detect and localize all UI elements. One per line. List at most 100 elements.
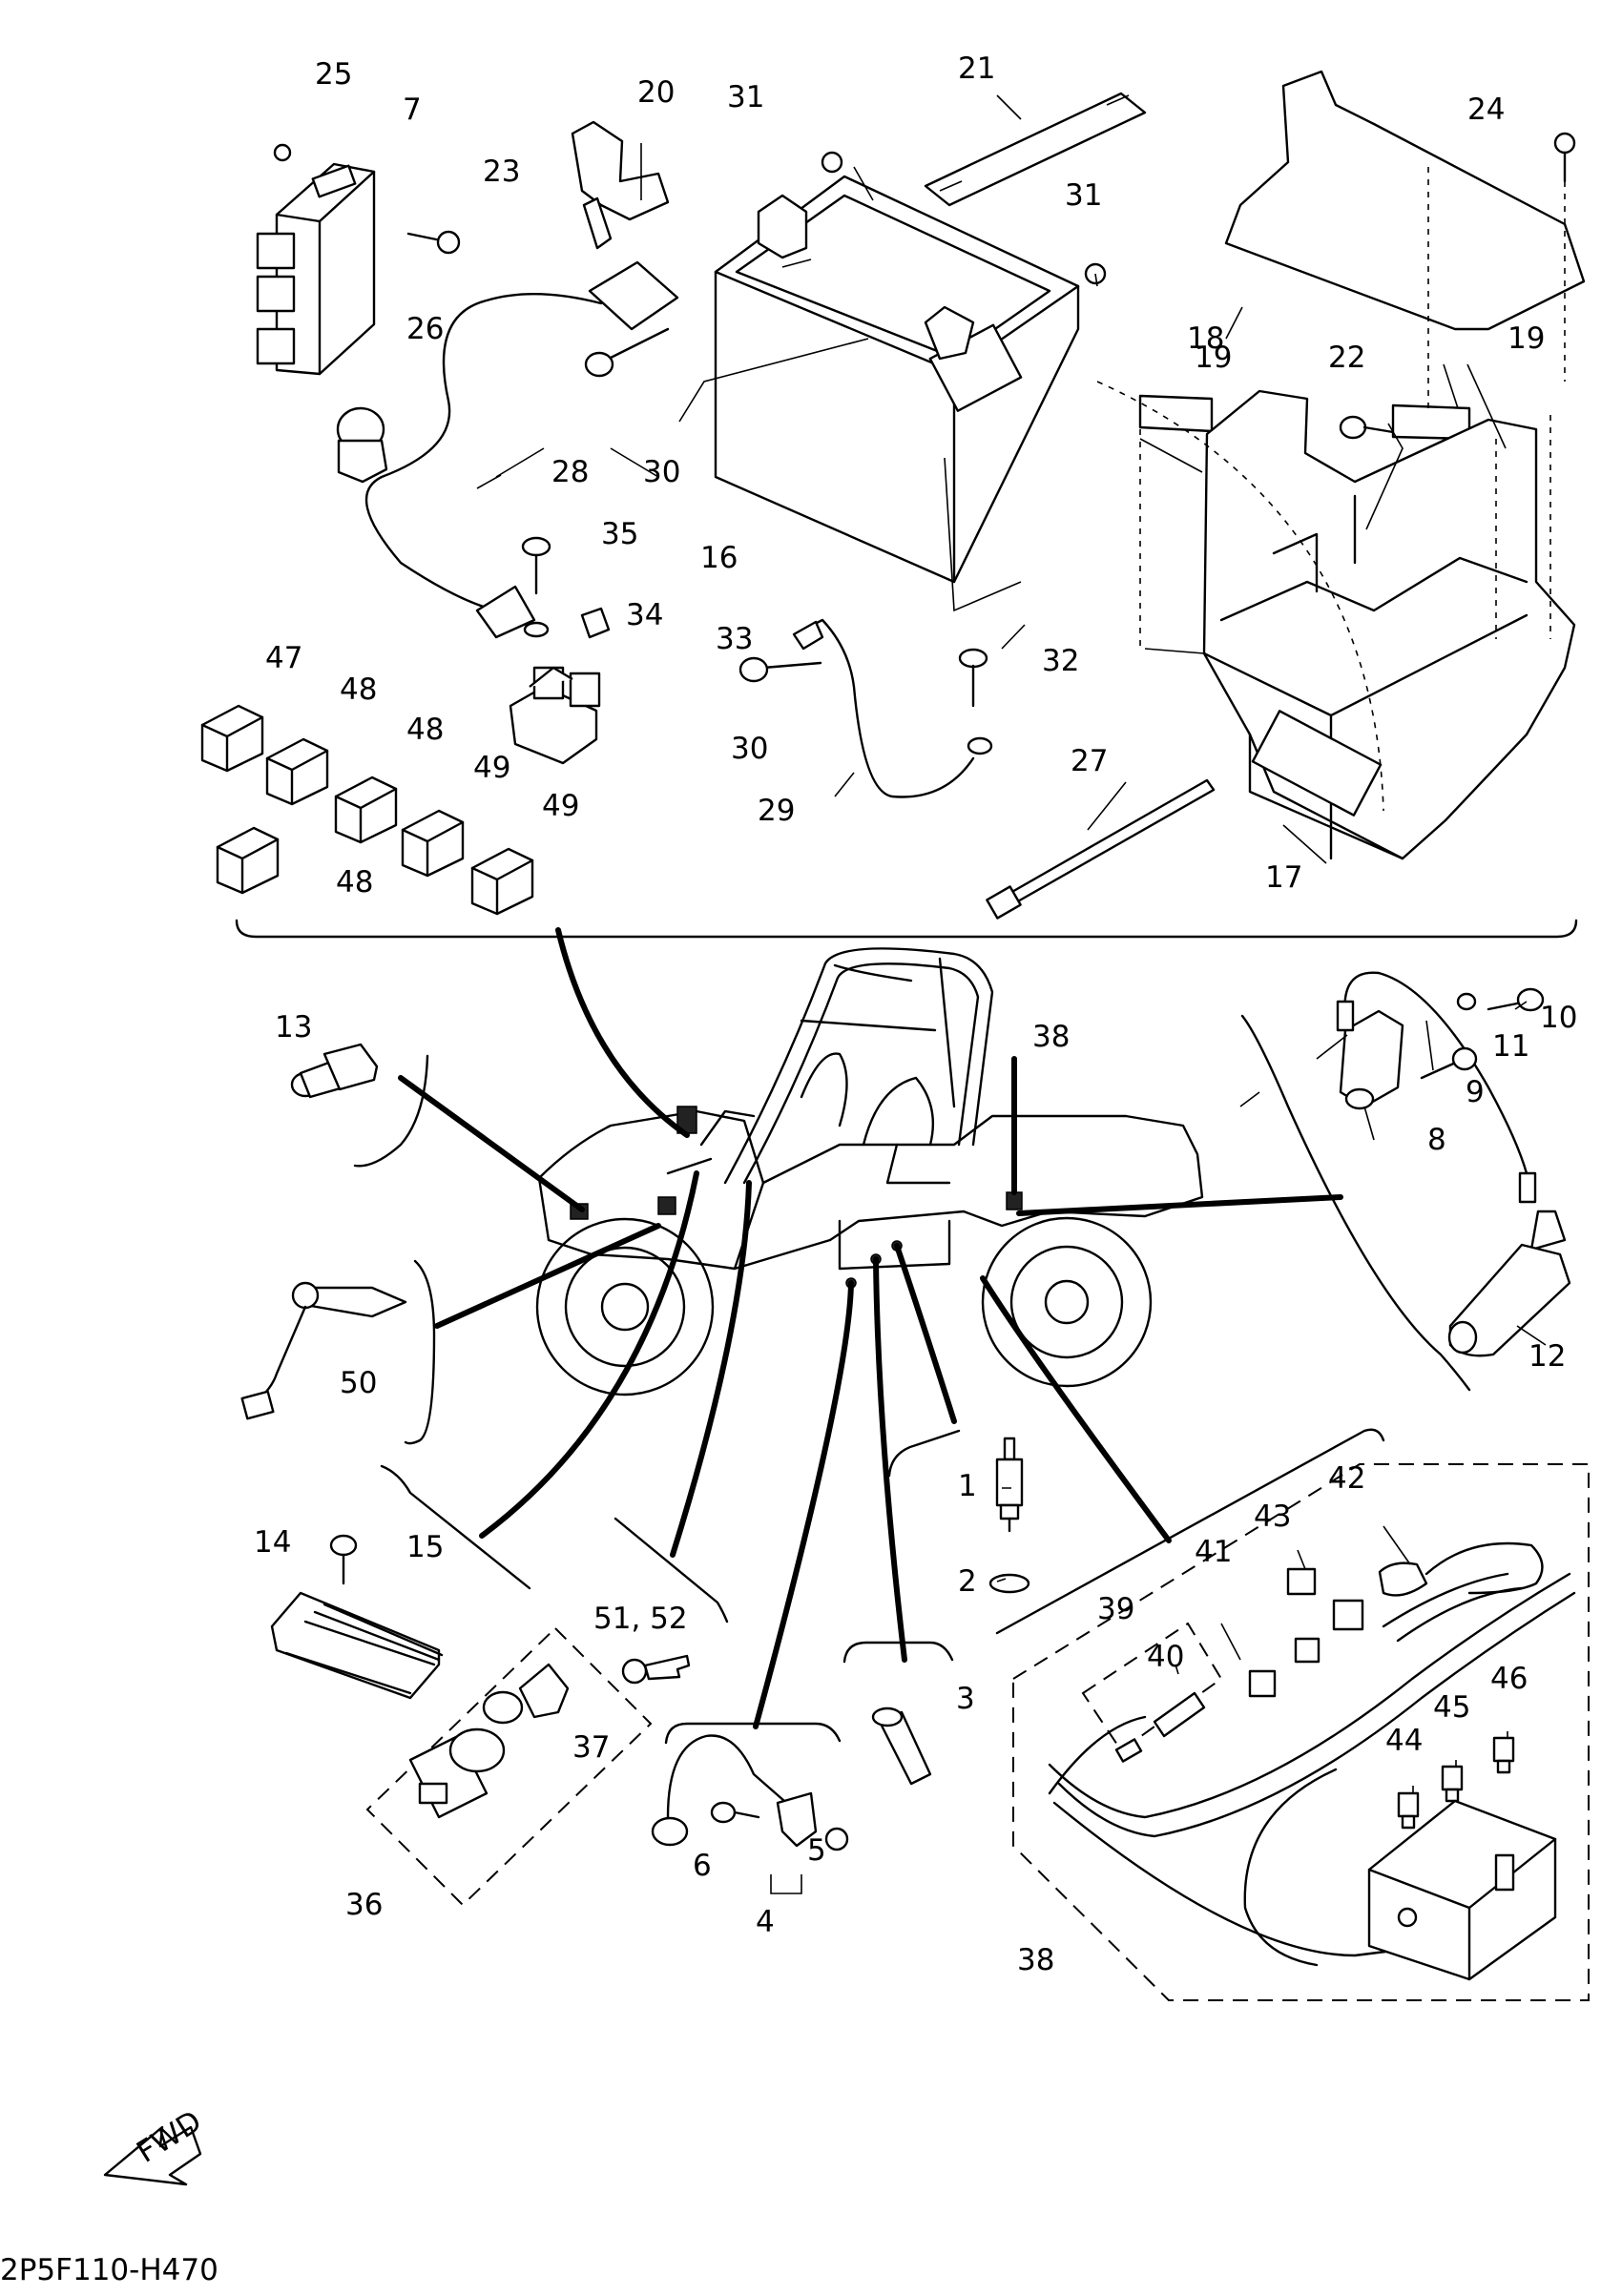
callout-26: 26	[406, 312, 444, 346]
connector-cover-part-48a	[265, 737, 329, 806]
callout-41: 41	[1195, 1535, 1232, 1569]
callout-29: 29	[758, 794, 795, 828]
bolt-part-23	[406, 230, 461, 255]
spark-plug-part-1	[995, 1437, 1024, 1533]
callout-5: 5	[807, 1833, 826, 1868]
callout-43: 43	[1254, 1500, 1291, 1534]
connector-cover-part-49b	[470, 847, 534, 916]
bolt-part-10	[1487, 987, 1545, 1012]
callout-20: 20	[637, 75, 675, 110]
callout-19b: 19	[1508, 321, 1545, 356]
callout-34: 34	[626, 598, 663, 632]
bolt-part-6	[710, 1801, 760, 1824]
sensor-part-13	[290, 1043, 379, 1099]
fuse-part-46	[1492, 1736, 1515, 1774]
callout-36: 36	[345, 1888, 383, 1922]
callout-labels: 1 2 3 4 5 6 7 8 9 10 11 12 13 14 15 16 1…	[254, 52, 1577, 1977]
bolt-part-15	[329, 1534, 358, 1585]
terminal-nut-part-31a	[821, 151, 843, 174]
callout-42: 42	[1328, 1461, 1365, 1496]
bracket-part-8-12	[1240, 1014, 1471, 1392]
bolt-part-30a	[584, 327, 670, 378]
callout-28: 28	[551, 455, 589, 489]
callout-1: 1	[958, 1469, 977, 1503]
main-switch-part-36	[408, 1727, 506, 1819]
callout-38a: 38	[1032, 1020, 1070, 1054]
callout-33: 33	[716, 622, 753, 656]
callout-13: 13	[275, 1010, 312, 1045]
battery-part-16	[714, 175, 1080, 584]
top-group-bracket	[235, 919, 1578, 939]
callout-7: 7	[403, 93, 422, 127]
callout-16: 16	[700, 541, 738, 575]
bolt-part-35	[521, 536, 551, 638]
battery-strap-part-21	[924, 92, 1147, 207]
bracket-part-38	[995, 1428, 1385, 1635]
sensor-part-3	[871, 1706, 932, 1786]
callout-48a: 48	[340, 672, 377, 707]
connector-cover-part-48b	[334, 776, 398, 844]
negative-cable-part-29	[792, 618, 993, 798]
bracket-part-13	[353, 1054, 429, 1168]
guide-lines-top	[1096, 167, 1566, 812]
callout-37: 37	[572, 1730, 610, 1765]
callout-47: 47	[265, 641, 302, 675]
callout-38b: 38	[1017, 1943, 1054, 1977]
leader-lines-top	[495, 94, 1507, 864]
callout-14: 14	[254, 1525, 291, 1560]
callout-22: 22	[1328, 341, 1365, 375]
key-part-51-52	[621, 1654, 691, 1685]
battery-cover-part-18	[1224, 70, 1586, 331]
callout-21: 21	[958, 52, 995, 86]
relay-part-43	[1286, 1567, 1317, 1596]
callout-49b: 49	[542, 789, 579, 823]
bolt-part-9	[1420, 1046, 1478, 1080]
callout-10: 10	[1540, 1001, 1577, 1035]
fuse-box-part-38	[1367, 1799, 1557, 1981]
plug-cap-part-12	[1447, 1210, 1571, 1357]
callout-32: 32	[1042, 644, 1079, 678]
starter-relay-part-33	[509, 666, 601, 765]
callout-35: 35	[601, 517, 638, 551]
fuse-part-34	[580, 607, 611, 639]
fuse-part-44	[1397, 1791, 1420, 1830]
ecu-unit-part-7	[256, 162, 376, 376]
clamp-part-20	[571, 120, 670, 250]
callout-19a: 19	[1195, 341, 1232, 375]
rectifier-regulator-part-14	[270, 1591, 444, 1700]
connector-cover-part-48c	[216, 826, 280, 895]
callout-31b: 31	[1065, 178, 1102, 213]
callout-51-52: 51, 52	[593, 1602, 688, 1636]
ignition-coil-part-8	[1336, 971, 1537, 1204]
callout-30b: 30	[731, 732, 768, 766]
callout-39: 39	[1097, 1592, 1134, 1626]
bracket-part-51-52	[613, 1517, 729, 1624]
callout-40: 40	[1147, 1640, 1184, 1674]
callout-6: 6	[693, 1849, 712, 1883]
bracket-part-14	[380, 1464, 531, 1590]
callout-3: 3	[956, 1682, 975, 1716]
callout-48c: 48	[336, 865, 373, 900]
callout-2: 2	[958, 1564, 977, 1599]
sensor-lead-part-4	[651, 1734, 849, 1851]
diagram-code: 2P5F110-H470	[0, 2253, 218, 2287]
callout-12: 12	[1528, 1339, 1566, 1374]
callout-9: 9	[1466, 1075, 1485, 1109]
bracket-part-50	[404, 1259, 436, 1445]
bolt-part-24	[1553, 132, 1576, 183]
positive-cable-part-28	[364, 260, 679, 639]
bracket-part-4	[664, 1722, 842, 1745]
callout-49a: 49	[473, 751, 510, 785]
fuse-holder-part-42	[1378, 1541, 1544, 1597]
callout-27: 27	[1071, 744, 1108, 778]
callout-24: 24	[1467, 93, 1505, 127]
dashed-box-part-38	[1012, 1463, 1590, 2001]
callout-17: 17	[1265, 860, 1302, 895]
bracket-part-3	[842, 1641, 954, 1664]
bolt-part-22	[1339, 415, 1395, 440]
callout-48b: 48	[406, 713, 444, 747]
connector-cover-part-49a	[401, 809, 465, 878]
sensor-part-50	[240, 1281, 407, 1420]
callout-4: 4	[756, 1905, 775, 1939]
